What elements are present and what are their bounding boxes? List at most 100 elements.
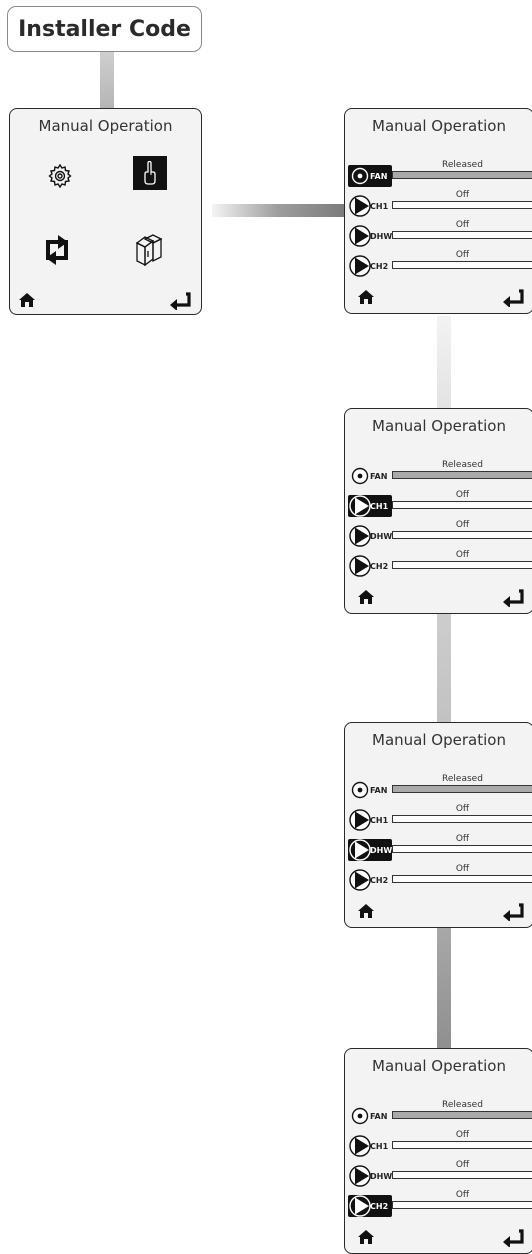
row-status-bar xyxy=(392,471,532,479)
row-label: FAN xyxy=(370,1112,388,1121)
pump-icon: CH2 xyxy=(348,555,392,577)
row-label: DHW xyxy=(370,1172,393,1181)
pump-icon: CH1 xyxy=(348,195,392,217)
row-dhw[interactable]: DHW Off xyxy=(348,520,532,547)
row-status-bar xyxy=(392,501,532,509)
installer-code-label: Installer Code xyxy=(7,6,202,52)
row-fan[interactable]: FAN Released xyxy=(348,160,532,187)
row-status-bar xyxy=(392,171,532,179)
connector-screen3-to-screen4 xyxy=(437,928,451,1048)
row-fan[interactable]: FAN Released xyxy=(348,1100,532,1127)
connector-screen2-to-screen3 xyxy=(437,614,451,722)
row-status-bar xyxy=(392,531,532,539)
pump-icon: DHW xyxy=(348,225,392,247)
row-value: Released xyxy=(442,460,483,470)
connector-menu-to-fan-screen xyxy=(212,204,344,217)
row-dhw[interactable]: DHW Off xyxy=(348,834,532,861)
row-status-bar xyxy=(392,1171,532,1179)
row-fan[interactable]: FAN Released xyxy=(348,460,532,487)
home-icon[interactable] xyxy=(357,289,375,309)
pump-icon: CH2 xyxy=(348,869,392,891)
row-status-bar xyxy=(392,785,532,793)
row-status-bar xyxy=(392,1141,532,1149)
screen-title: Manual Operation xyxy=(372,731,506,749)
row-status-bar xyxy=(392,261,532,269)
appliance-icon[interactable] xyxy=(131,233,165,267)
row-label: FAN xyxy=(370,472,388,481)
pump-icon: CH1 xyxy=(348,1135,392,1157)
back-arrow-icon[interactable] xyxy=(501,289,525,311)
pump-icon: CH1 xyxy=(348,809,392,831)
row-ch2[interactable]: CH2 Off xyxy=(348,1190,532,1217)
manual-hand-icon[interactable] xyxy=(133,156,167,190)
row-label: CH2 xyxy=(370,876,389,885)
pump-icon: DHW xyxy=(348,839,392,861)
row-status-bar xyxy=(392,845,532,853)
home-icon[interactable] xyxy=(357,903,375,923)
home-icon[interactable] xyxy=(357,589,375,609)
home-icon[interactable] xyxy=(18,292,36,312)
row-label: CH1 xyxy=(370,816,389,825)
screen-title: Manual Operation xyxy=(38,117,173,135)
row-status-bar xyxy=(392,1201,532,1209)
screen-title: Manual Operation xyxy=(372,117,506,135)
connector-badge-to-menu xyxy=(100,52,114,108)
manual-operation-menu-screen: Manual Operation xyxy=(9,108,202,315)
back-arrow-icon[interactable] xyxy=(501,1229,525,1251)
back-arrow-icon[interactable] xyxy=(501,903,525,925)
row-status-bar xyxy=(392,875,532,883)
fan-icon: FAN xyxy=(348,1105,392,1127)
row-label: CH1 xyxy=(370,1142,389,1151)
row-dhw[interactable]: DHW Off xyxy=(348,220,532,247)
row-value: Off xyxy=(455,1190,470,1200)
row-ch2[interactable]: CH2 Off xyxy=(348,864,532,891)
row-status-bar xyxy=(392,561,532,569)
row-value: Released xyxy=(442,1100,483,1110)
row-label: DHW xyxy=(370,232,393,241)
home-icon[interactable] xyxy=(357,1229,375,1249)
row-value: Off xyxy=(455,834,470,844)
row-label: FAN xyxy=(370,172,388,181)
pump-icon: CH1 xyxy=(348,495,392,517)
back-arrow-icon[interactable] xyxy=(501,589,525,611)
row-status-bar xyxy=(392,231,532,239)
row-label: CH2 xyxy=(370,562,389,571)
row-ch2[interactable]: CH2 Off xyxy=(348,550,532,577)
row-value: Off xyxy=(455,520,470,530)
row-value: Released xyxy=(442,160,483,170)
screen-title: Manual Operation xyxy=(372,1057,506,1075)
pump-icon: CH2 xyxy=(348,255,392,277)
fan-icon: FAN xyxy=(348,465,392,487)
row-value: Off xyxy=(455,220,470,230)
row-fan[interactable]: FAN Released xyxy=(348,774,532,801)
row-label: CH2 xyxy=(370,262,389,271)
pump-icon: DHW xyxy=(348,1165,392,1187)
row-status-bar xyxy=(392,1111,532,1119)
row-value: Off xyxy=(455,804,470,814)
row-ch1[interactable]: CH1 Off xyxy=(348,804,532,831)
row-label: FAN xyxy=(370,786,388,795)
row-value: Off xyxy=(455,864,470,874)
row-label: CH1 xyxy=(370,202,389,211)
row-ch1[interactable]: CH1 Off xyxy=(348,190,532,217)
row-status-bar xyxy=(392,201,532,209)
row-value: Off xyxy=(455,550,470,560)
row-label: DHW xyxy=(370,532,393,541)
cycle-arrows-icon[interactable] xyxy=(40,233,74,267)
pump-icon: DHW xyxy=(348,525,392,547)
pump-icon: CH2 xyxy=(348,1195,392,1217)
fan-icon: FAN xyxy=(348,779,392,801)
row-value: Off xyxy=(455,190,470,200)
row-label: CH1 xyxy=(370,502,389,511)
settings-cog-icon[interactable] xyxy=(43,159,77,193)
row-value: Released xyxy=(442,774,483,784)
row-label: DHW xyxy=(370,846,393,855)
back-arrow-icon[interactable] xyxy=(168,292,192,314)
